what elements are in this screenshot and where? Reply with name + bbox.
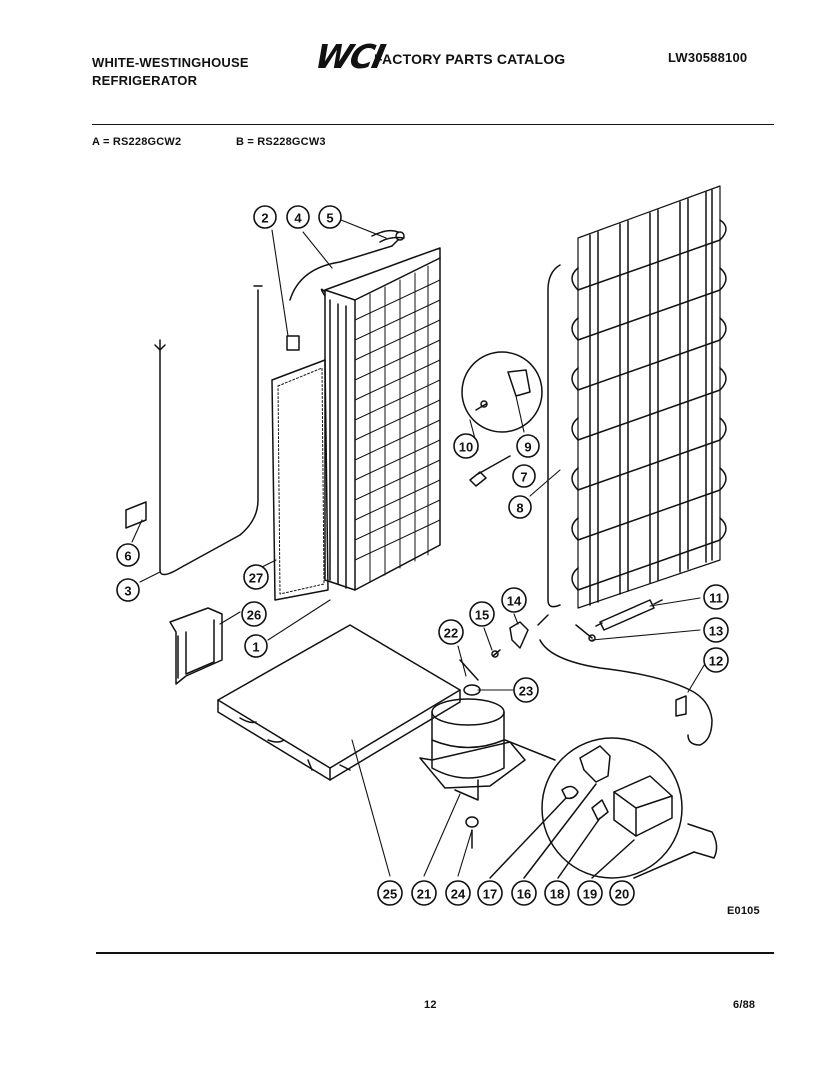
callout-16: 16	[511, 880, 537, 906]
model-b-label: B = RS228GCW3	[236, 136, 326, 148]
callout-20-label: 20	[615, 887, 629, 902]
callout-17-label: 17	[483, 887, 497, 902]
base-tray	[217, 624, 461, 781]
callout-15: 15	[469, 601, 495, 627]
callout-24: 24	[445, 880, 471, 906]
catalog-title: FACTORY PARTS CATALOG	[374, 51, 566, 67]
callout-21-label: 21	[417, 887, 431, 902]
callout-19: 19	[577, 880, 603, 906]
callout-14-label: 14	[507, 594, 522, 609]
brand-name: WHITE-WESTINGHOUSE	[92, 55, 249, 70]
callout-26-label: 26	[247, 608, 261, 623]
callout-15-label: 15	[475, 608, 489, 623]
callout-18: 18	[544, 880, 570, 906]
tube-clip-detail	[461, 351, 543, 433]
callout-19-label: 19	[583, 887, 597, 902]
callout-2: 2	[253, 205, 277, 229]
callout-3: 3	[116, 578, 140, 602]
condenser-coil	[547, 185, 727, 609]
callout-4-label: 4	[294, 211, 302, 226]
header-divider	[92, 124, 774, 125]
callout-8: 8	[508, 495, 532, 519]
callout-11-label: 11	[709, 591, 723, 606]
callout-9-label: 9	[524, 440, 531, 455]
callout-25: 25	[377, 880, 403, 906]
tube-loop	[289, 245, 393, 301]
capillary-tube	[154, 289, 259, 576]
callout-12: 12	[703, 647, 729, 673]
callout-2-label: 2	[261, 211, 268, 226]
callout-22: 22	[438, 619, 464, 645]
callout-10-label: 10	[459, 440, 473, 455]
callout-4: 4	[286, 205, 310, 229]
callout-24-label: 24	[451, 887, 466, 902]
callout-16-label: 16	[517, 887, 531, 902]
callout-11: 11	[703, 584, 729, 610]
compressor	[419, 698, 556, 849]
callout-25-label: 25	[383, 887, 397, 902]
diagram-code: E0105	[727, 905, 760, 917]
callout-17: 17	[477, 880, 503, 906]
callout-3-label: 3	[124, 584, 131, 599]
callout-23: 23	[513, 677, 539, 703]
callout-7-label: 7	[520, 470, 527, 485]
callout-6-label: 6	[124, 549, 131, 564]
callout-23-label: 23	[519, 684, 533, 699]
model-a-label: A = RS228GCW2	[92, 136, 182, 148]
mounting-bracket	[169, 607, 223, 685]
callout-1-label: 1	[252, 640, 259, 655]
callout-1: 1	[244, 634, 268, 658]
callout-6: 6	[116, 543, 140, 567]
callout-20: 20	[609, 880, 635, 906]
product-category: REFRIGERATOR	[92, 73, 198, 88]
revision-date: 6/88	[733, 999, 756, 1011]
callout-22-label: 22	[444, 626, 458, 641]
filter-pad	[271, 359, 329, 601]
callout-21: 21	[411, 880, 437, 906]
callout-14: 14	[501, 587, 527, 613]
page-number: 12	[424, 999, 437, 1011]
callout-9: 9	[516, 434, 540, 458]
callout-8-label: 8	[516, 501, 523, 516]
electrical-detail	[489, 737, 718, 879]
callout-5: 5	[318, 205, 342, 229]
evaporator	[320, 247, 441, 591]
callout-27: 27	[243, 564, 269, 590]
document-number: LW30588100	[668, 50, 748, 65]
callout-27-label: 27	[249, 571, 263, 586]
callout-26: 26	[241, 601, 267, 627]
callout-13: 13	[703, 617, 729, 643]
callout-13-label: 13	[709, 624, 723, 639]
callout-12-label: 12	[709, 654, 723, 669]
callout-5-label: 5	[326, 211, 333, 226]
footer-divider	[96, 952, 774, 954]
callout-18-label: 18	[550, 887, 564, 902]
callout-7: 7	[512, 464, 536, 488]
callout-10: 10	[453, 433, 479, 459]
